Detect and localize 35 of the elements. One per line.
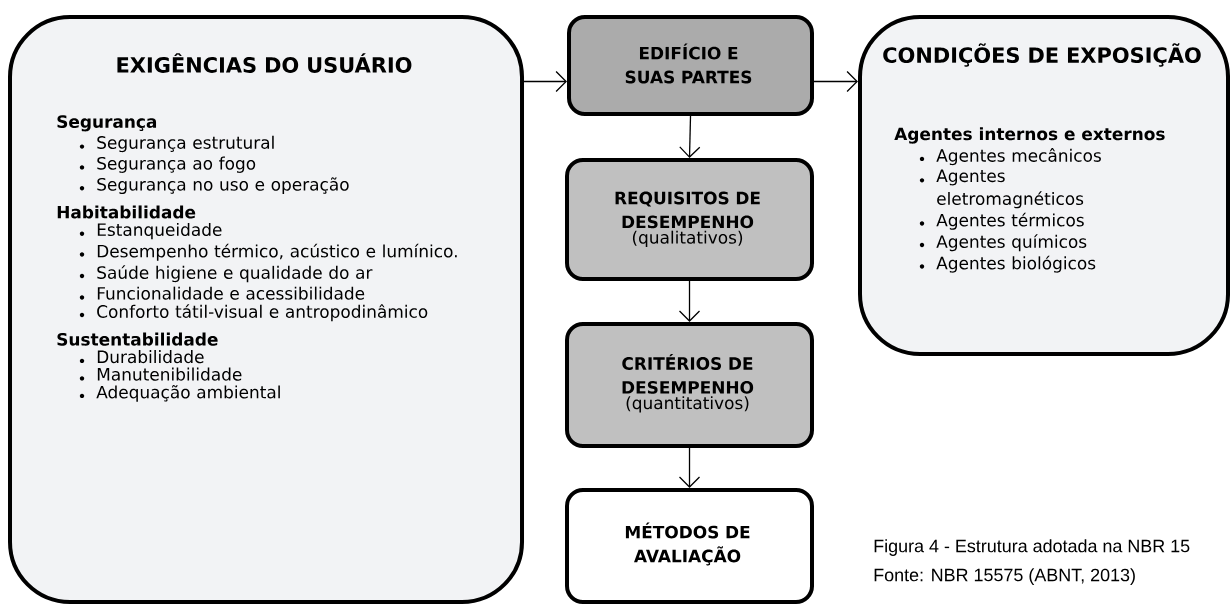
arrow [813, 70, 858, 93]
bullet-item: Agentes mecânicos [919, 148, 1101, 166]
caption: Figura 4 - Estrutura adotada na NBR 15 [874, 539, 1190, 556]
bullet-item: Durabilidade [79, 350, 204, 364]
arrow [679, 115, 701, 158]
arrow [678, 280, 701, 322]
box-title: EDIFÍCIO E SUAS PARTES [625, 43, 752, 84]
section-heading: Habitabilidade [57, 205, 196, 219]
arrow [678, 447, 701, 488]
panel-heading: EXIGÊNCIAS DO USUÁRIO [117, 53, 412, 73]
box-subtitle: (qualitativos) [632, 230, 743, 248]
bullet-item: Manutenibilidade [79, 367, 242, 381]
box-title: MÉTODOS DE AVALIAÇÃO [625, 522, 750, 566]
bullet-item: Segurança ao fogo [79, 156, 256, 173]
bullet-item: Saúde higiene e qualidade do ar [79, 265, 373, 283]
bullet-item: Segurança no uso e operação [79, 177, 349, 195]
box-title: REQUISITOS DE DESEMPENHO [615, 191, 760, 229]
arrow [523, 70, 567, 93]
bullet-item: Agentes eletromagnéticos [919, 169, 1084, 209]
box-subtitle: (quantitativos) [626, 396, 749, 413]
bullet-item: Funcionalidade e acessibilidade [79, 286, 365, 300]
bullet-item: Segurança estrutural [79, 135, 274, 153]
bullet-item: Adequação ambiental [79, 385, 280, 402]
section-heading: Segurança [57, 115, 157, 132]
bullet-item: Agentes térmicos [919, 212, 1084, 230]
bullet-item: Estanqueidade [79, 222, 222, 240]
bullet-item: Conforto tátil-visual e antropodinâmico [79, 304, 428, 322]
source-note: Fonte: NBR 15575 (ABNT, 2013) [874, 568, 1135, 585]
section-heading: Sustentabilidade [57, 332, 218, 346]
bullet-item: Agentes biológicos [919, 255, 1096, 273]
bullet-item: Desempenho térmico, acústico e lumínico. [79, 243, 457, 261]
box-title: CRITÉRIOS DE DESEMPENHO [622, 353, 754, 394]
bullet-item: Agentes químicos [919, 234, 1087, 252]
panel-heading: CONDIÇÕES DE EXPOSIÇÃO [883, 43, 1201, 67]
section-heading: Agentes internos e externos [894, 127, 1165, 144]
